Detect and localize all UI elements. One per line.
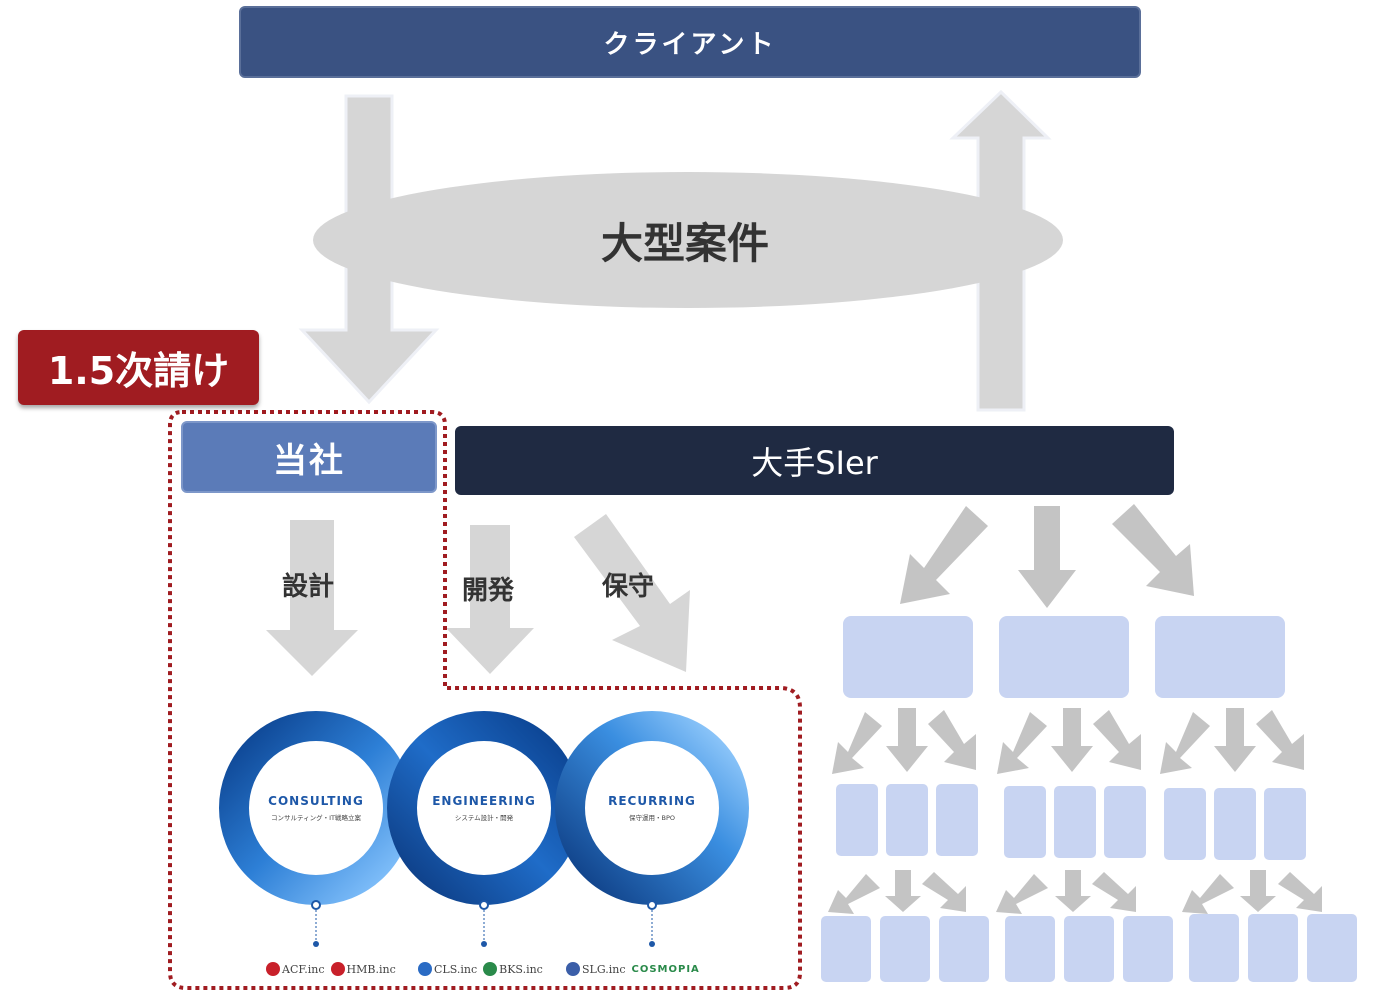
client-label: クライアント — [603, 29, 777, 60]
project-ellipse — [313, 172, 1063, 308]
sler-label: 大手SIer — [751, 443, 878, 482]
subcontractor-tree — [821, 504, 1357, 982]
consulting-ring — [219, 711, 413, 905]
recurring-title: RECURRING — [608, 794, 696, 808]
ring-connectors — [311, 900, 657, 947]
hmb-logo-text: HMB.inc — [346, 962, 396, 976]
project-label: 大型案件 — [600, 218, 769, 268]
engineering-ring — [387, 711, 581, 905]
recurring-subtitle: 保守運用・BPO — [629, 814, 675, 822]
design-label: 設計 — [282, 572, 335, 602]
cls-logo-icon — [418, 962, 432, 976]
hmb-logo-icon — [330, 962, 345, 976]
engineering-subtitle: システム設計・開発 — [454, 814, 514, 822]
maintenance-arrow — [574, 514, 690, 672]
bks-logo-icon — [483, 962, 498, 976]
development-label: 開発 — [462, 576, 515, 606]
acf-logo-text: ACF.inc — [282, 962, 325, 976]
development-arrow — [446, 525, 534, 674]
company-label: 当社 — [273, 440, 345, 481]
sler-box: 大手SIer — [455, 426, 1174, 495]
sler-branch-arrows — [900, 504, 1194, 608]
recurring-ring — [555, 711, 749, 905]
consulting-subtitle: コンサルティング・IT戦略立案 — [271, 814, 361, 822]
logos-group-consulting: ACF.inc HMB.inc — [266, 962, 396, 976]
logos-group-recurring: SLG.inc COSMOPIA — [566, 962, 700, 976]
slg-logo-text: SLG.inc — [582, 962, 626, 976]
logos-group-engineering: CLS.inc BKS.inc — [418, 962, 543, 976]
slg-logo-icon — [566, 962, 580, 976]
company-box: 当社 — [181, 421, 437, 493]
tier-badge-label: 1.5次請け — [47, 349, 230, 393]
client-box: クライアント — [239, 6, 1141, 78]
cosmopia-logo-text: COSMOPIA — [631, 963, 700, 975]
engineering-title: ENGINEERING — [432, 794, 536, 808]
cls-logo-text: CLS.inc — [434, 962, 478, 976]
scope-dotted-border — [168, 410, 802, 990]
acf-logo-icon — [266, 962, 280, 976]
project-label-box: 大型案件 — [540, 205, 830, 275]
consulting-title: CONSULTING — [268, 794, 364, 808]
tier-badge: 1.5次請け — [18, 330, 259, 405]
design-arrow — [266, 520, 358, 676]
bks-logo-text: BKS.inc — [499, 962, 543, 976]
maintenance-label: 保守 — [602, 572, 655, 602]
